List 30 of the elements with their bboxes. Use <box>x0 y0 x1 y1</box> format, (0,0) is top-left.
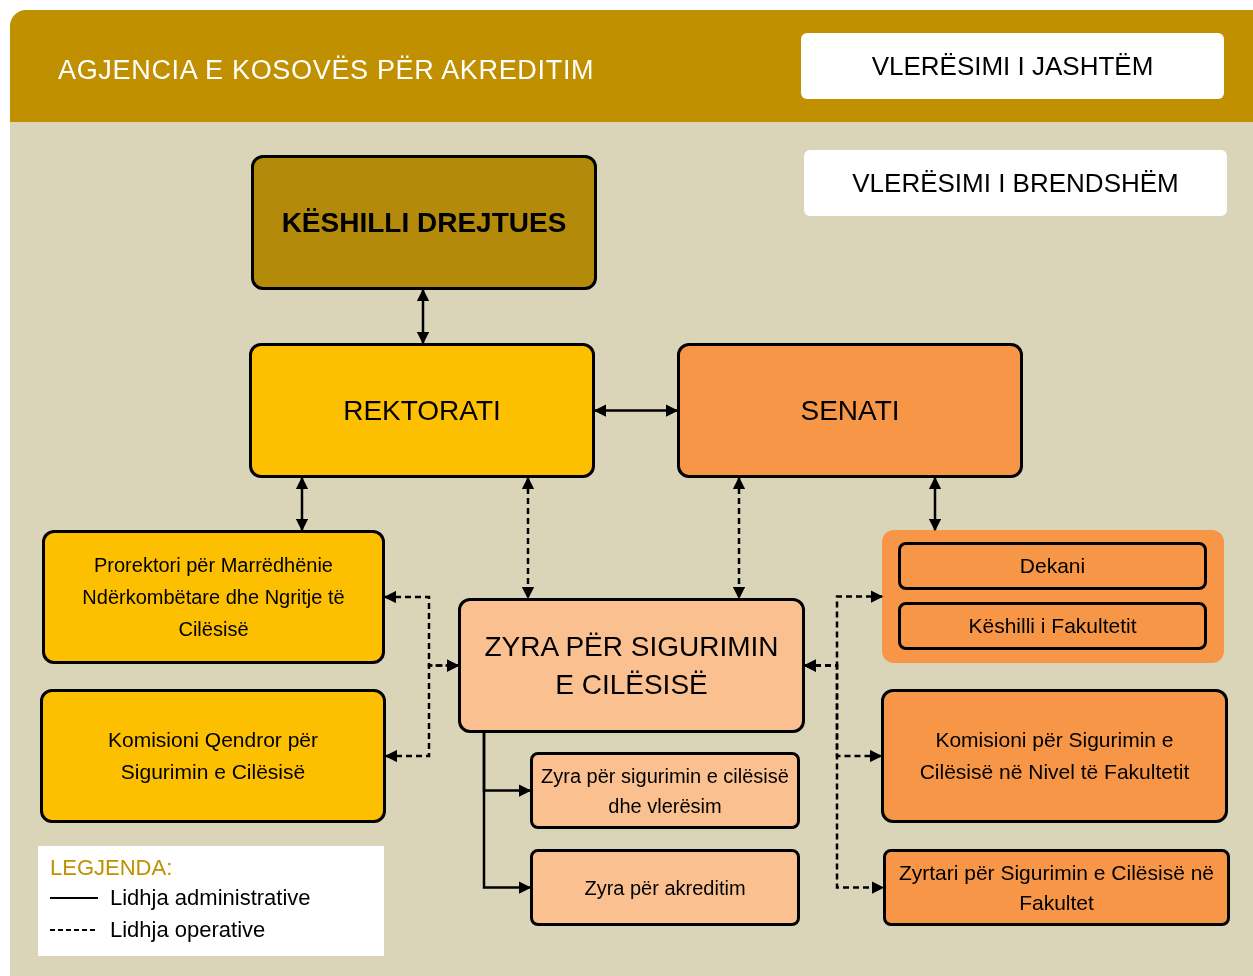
org-box: Zyra për akreditim <box>530 849 800 926</box>
org-box: KËSHILLI DREJTUES <box>251 155 597 290</box>
arrow <box>732 476 746 600</box>
arrow <box>295 476 309 532</box>
legend-text: Lidhja administrative <box>110 884 311 912</box>
header-title: AGJENCIA E KOSOVËS PËR AKREDITIM <box>58 54 595 87</box>
org-box: Dekani <box>898 542 1207 590</box>
org-box: Zyra për sigurimin e cilësisë dhe vlerësim <box>530 752 800 829</box>
panel-background <box>10 122 1253 976</box>
org-box: Komisioni Qendror për Sigurimin e Cilësisë <box>40 689 386 823</box>
org-box: Këshilli i Fakultetit <box>898 602 1207 650</box>
label-box: VLERËSIMI I BRENDSHËM <box>804 150 1227 216</box>
org-box: ZYRA PËR SIGURIMIN E CILËSISË <box>458 598 805 733</box>
org-box: Komisioni për Sigurimin e Cilësisë në Nivel të Fakultetit <box>881 689 1228 823</box>
arrow <box>593 404 679 417</box>
org-box: Zyrtari për Sigurimin e Cilësisë në Fakultet <box>883 849 1230 926</box>
arrow <box>803 659 885 894</box>
legend-title: LEGJENDA: <box>50 854 174 882</box>
arrow <box>928 476 942 532</box>
org-box: SENATI <box>677 343 1023 478</box>
group-box <box>882 530 1224 663</box>
arrow <box>482 733 532 894</box>
org-box: Prorektori për Marrëdhënie Ndërkombëtare dhe Ngritje të Cilësisë <box>42 530 385 664</box>
arrow <box>416 288 430 345</box>
arrow <box>521 476 535 600</box>
org-box: REKTORATI <box>249 343 595 478</box>
arrow <box>384 659 460 763</box>
legend-text: Lidhja operative <box>110 916 266 944</box>
label-box: VLERËSIMI I JASHTËM <box>801 33 1224 99</box>
header-band <box>10 10 1253 122</box>
